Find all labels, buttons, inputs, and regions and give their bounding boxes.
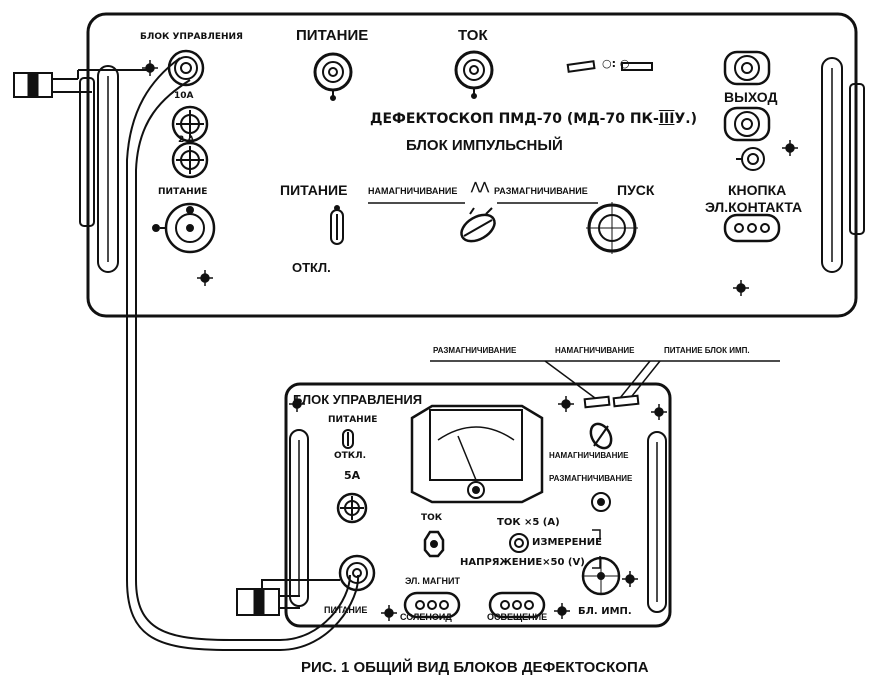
upper-blok-upravleniya-label: БЛОК УПРАВЛЕНИЯ (140, 32, 243, 42)
lower-mounting-screws (289, 396, 667, 621)
fuse-2a-label: 2 А (178, 135, 195, 145)
napryazhenie-label: НАПРЯЖЕНИЕ×50 (V) (460, 557, 585, 568)
measure-selector (581, 556, 621, 596)
device-subtitle: БЛОК ИМПУЛЬСНЫЙ (406, 137, 563, 154)
namag-label: НАМАГНИЧИВАНИЕ (368, 186, 458, 196)
connecting-cable (126, 57, 360, 651)
upper-plug (13, 69, 150, 98)
fuse-10a (171, 105, 209, 143)
upper-panel-body (79, 12, 865, 318)
upper-pitanie-switch-label: ПИТАНИЕ (280, 182, 348, 198)
indicator-lamps (583, 394, 640, 409)
ammeter (410, 404, 544, 504)
lower-razmag-label: РАЗМАГНИЧИВАНИЕ (549, 474, 633, 483)
lower-namag-label: НАМАГНИЧИВАНИЕ (549, 451, 629, 460)
upper-power-toggle (330, 205, 344, 245)
el-contact-button (723, 213, 781, 243)
osveshenie-socket (488, 591, 546, 619)
upper-mounting-screws (142, 60, 798, 296)
el-kontakta-label: ЭЛ.КОНТАКТА (705, 199, 803, 215)
pitanie-blok-imp-label: ПИТАНИЕ БЛОК ИМП. (664, 346, 750, 355)
razmag-pot (591, 492, 611, 512)
fuse-5a (336, 492, 368, 524)
razmag-label: РАЗМАГНИЧИВАНИЕ (494, 186, 588, 196)
namag-callout-label: НАМАГНИЧИВАНИЕ (555, 346, 635, 355)
lower-pitanie-bottom-label: ПИТАНИЕ (324, 605, 368, 615)
el-magnit-label: ЭЛ. МАГНИТ (405, 576, 460, 586)
vyhod-label: ВЫХОД (724, 89, 778, 105)
upper-control-connector (167, 49, 205, 87)
razmag-callout-label: РАЗМАГНИЧИВАНИЕ (433, 346, 517, 355)
pulse-symbol: ⋀⋀ (471, 181, 490, 193)
lower-power-connector (338, 554, 376, 592)
upper-otkl-label: ОТКЛ. (292, 260, 331, 275)
osveshenie-label: ОСВЕЩЕНИЕ (487, 612, 548, 622)
upper-tok-label: ТОК (458, 27, 488, 44)
lower-panel-title: БЛОК УПРАВЛЕНИЯ (293, 392, 423, 407)
meter-scale-marks (566, 60, 653, 73)
upper-pitanie-top-label: ПИТАНИЕ (296, 27, 369, 44)
solenoid-label: СОЛЕНОИД (400, 612, 452, 622)
solenoid-socket (403, 591, 461, 619)
small-output-jack (736, 147, 765, 171)
vyhod-connector (723, 106, 771, 142)
upper-pitanie-left-label: ПИТАНИЕ (158, 187, 208, 197)
knopka-label: КНОПКА (728, 182, 787, 198)
lower-otkl-label: ОТКЛ. (334, 451, 367, 461)
tok-measure-label: ТОК ×5 (А) (497, 517, 560, 528)
fuse-10a-label: 10А (174, 91, 194, 101)
upper-power-connector (152, 202, 216, 254)
pitanie-indicator (313, 52, 353, 101)
pusk-label: ПУСК (617, 182, 655, 198)
lower-tok-label: ТОК (421, 513, 443, 523)
mode-selector-knob (368, 202, 598, 243)
lower-pitanie-label: ПИТАНИЕ (328, 415, 378, 425)
tok-indicator (454, 50, 494, 99)
lower-callout-lines (430, 360, 780, 399)
bl-imp-label: БЛ. ИМП. (578, 606, 632, 617)
lower-panel-body (284, 382, 672, 628)
measure-jack (509, 529, 601, 569)
lower-mode-switch (589, 422, 613, 450)
lower-power-toggle (342, 429, 354, 449)
fuse-2a (171, 141, 209, 179)
meter-scale-label: ○: ○ (602, 57, 630, 70)
vyhod-connector-top (723, 50, 771, 86)
pusk-button (586, 202, 638, 254)
fuse-5a-label: 5А (344, 469, 361, 482)
figure-caption: РИС. 1 ОБЩИЙ ВИД БЛОКОВ ДЕФЕКТОСКОПА (301, 659, 649, 676)
device-title: ДЕФЕКТОСКОП ПМД-70 (МД-70 ПК-IIIУ.) (370, 111, 697, 127)
izmerenie-label: ИЗМЕРЕНИЕ (532, 537, 602, 548)
lower-plug (236, 579, 340, 616)
tok-knob (423, 530, 445, 558)
